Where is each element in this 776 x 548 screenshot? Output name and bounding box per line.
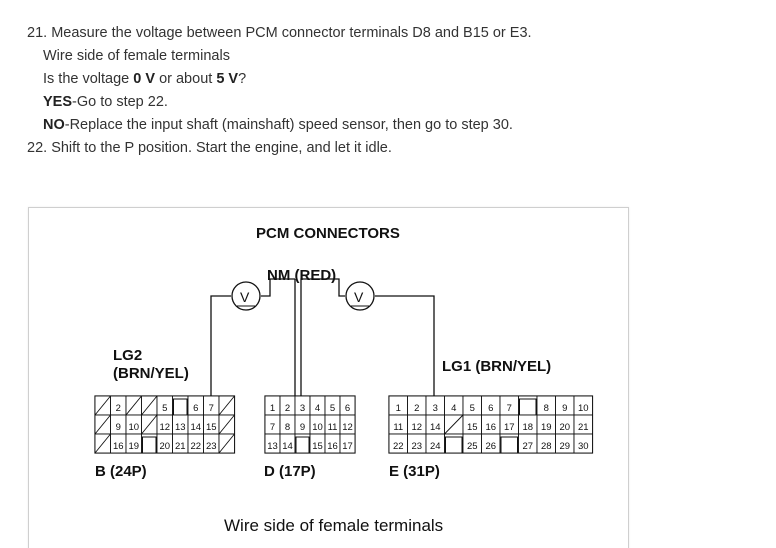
connector-d-label: D (17P) — [264, 463, 316, 480]
instructions: 21. Measure the voltage between PCM conn… — [27, 22, 727, 160]
step-22: 22. Shift to the P position. Start the e… — [27, 140, 392, 156]
connector-b-terminal-number: 13 — [175, 422, 186, 433]
connector-b-label: B (24P) — [95, 463, 147, 480]
connector-e-terminal-number: 17 — [504, 422, 515, 433]
connector-b-terminal-number: 7 — [209, 403, 214, 414]
connector-d-terminal-number: 4 — [315, 403, 320, 414]
connector-e-terminal-number: 29 — [559, 441, 570, 452]
connector-d-terminal-number: 15 — [312, 441, 323, 452]
step-21-subtitle: Wire side of female terminals — [43, 48, 230, 64]
connector-d-terminal-number: 14 — [282, 441, 293, 452]
connector-d-terminal-number: 9 — [300, 422, 305, 433]
connector-e-terminal-number: 27 — [522, 441, 533, 452]
voltmeter-icon-right: V — [345, 281, 375, 311]
pcm-connector-diagram: PCM CONNECTORS NM (RED) LG2 (BRN/YEL) LG… — [94, 225, 594, 535]
svg-text:V: V — [240, 289, 250, 305]
connector-d-terminal-number: 2 — [285, 403, 290, 414]
connector-b-terminal-number: 12 — [159, 422, 170, 433]
step-21-no: NO-Replace the input shaft (mainshaft) s… — [43, 117, 513, 133]
connector-e-terminal-number: 24 — [430, 441, 441, 452]
connector-b-terminal-number: 5 — [162, 403, 167, 414]
connector-b-terminal-number: 6 — [193, 403, 198, 414]
connector-e-terminal-number: 15 — [467, 422, 478, 433]
connector-b-terminal-number: 20 — [159, 441, 170, 452]
connector-e-terminal-number: 20 — [559, 422, 570, 433]
lg2-color-label: (BRN/YEL) — [113, 365, 189, 382]
connector-e-terminal-number: 10 — [578, 403, 589, 414]
connector-b-terminal-number: 16 — [113, 441, 124, 452]
connector-b-terminal-number: 22 — [190, 441, 201, 452]
connector-b-terminal-number: 14 — [190, 422, 201, 433]
connector-e-terminal-number: 21 — [578, 422, 589, 433]
connector-d-terminal-number: 5 — [330, 403, 335, 414]
connector-e-terminal-number: 30 — [578, 441, 589, 452]
lg2-label: LG2 — [113, 347, 142, 364]
connector-d-terminal-number: 1 — [270, 403, 275, 414]
connector-e-terminal-number: 7 — [507, 403, 512, 414]
connector-e-terminal-number: 28 — [541, 441, 552, 452]
connector-e-terminal-number: 1 — [396, 403, 401, 414]
connector-e-terminal-cell — [573, 433, 593, 454]
connector-d-terminal-number: 12 — [342, 422, 353, 433]
connector-b-terminal-number: 2 — [116, 403, 121, 414]
connector-e-label: E (31P) — [389, 463, 440, 480]
step-21-yes: YES-Go to step 22. — [43, 94, 168, 110]
connector-d-terminal-number: 17 — [342, 441, 353, 452]
connector-e-terminal-number: 3 — [433, 403, 438, 414]
connector-d-terminal-number: 6 — [345, 403, 350, 414]
connector-b-terminal-number: 15 — [206, 422, 217, 433]
lg1-label: LG1 (BRN/YEL) — [442, 358, 551, 375]
connector-e-terminal-number: 16 — [485, 422, 496, 433]
connector-d-terminal-number: 10 — [312, 422, 323, 433]
connector-d-terminal-number: 8 — [285, 422, 290, 433]
connector-b-terminal-number: 19 — [128, 441, 139, 452]
connector-e-terminal-number: 9 — [562, 403, 567, 414]
step-21: 21. Measure the voltage between PCM conn… — [27, 25, 532, 41]
connector-e-terminal-number: 18 — [522, 422, 533, 433]
connector-e-terminal-number: 4 — [451, 403, 456, 414]
svg-text:V: V — [354, 289, 364, 305]
connector-d-terminal-number: 11 — [328, 422, 338, 433]
connector-e-terminal-number: 11 — [393, 422, 403, 433]
connector-e-terminal-number: 5 — [470, 403, 475, 414]
diagram-title: PCM CONNECTORS — [256, 225, 400, 242]
connector-d-terminal-number: 3 — [300, 403, 305, 414]
connector-d-terminal-number: 13 — [267, 441, 278, 452]
connector-e-terminal-number: 2 — [414, 403, 419, 414]
connector-b-terminal-number: 9 — [116, 422, 121, 433]
connector-d-terminal-cell — [339, 433, 356, 454]
figure-caption: Wire side of female terminals — [224, 516, 443, 535]
connector-b-terminal-number: 23 — [206, 441, 217, 452]
connector-e-terminal-number: 26 — [485, 441, 496, 452]
connector-e-terminal-number: 14 — [430, 422, 441, 433]
step-21-question: Is the voltage 0 V or about 5 V? — [43, 71, 247, 87]
connector-b-terminal-number: 10 — [128, 422, 139, 433]
connector-e-terminal-number: 8 — [544, 403, 549, 414]
connector-e-terminal-number: 22 — [393, 441, 404, 452]
pcm-connector-figure: PCM CONNECTORS NM (RED) LG2 (BRN/YEL) LG… — [28, 207, 629, 548]
connector-b-terminal-number: 21 — [175, 441, 186, 452]
connector-e-terminal-number: 19 — [541, 422, 552, 433]
connector-d-terminal-number: 7 — [270, 422, 275, 433]
connector-e-terminal-number: 23 — [411, 441, 422, 452]
connector-e-terminal-number: 12 — [411, 422, 422, 433]
nm-red-label: NM (RED) — [267, 267, 336, 284]
connector-e-terminal-number: 25 — [467, 441, 478, 452]
connector-e-terminal-number: 6 — [488, 403, 493, 414]
voltmeter-icon-left: V — [231, 281, 261, 311]
connector-d-terminal-number: 16 — [327, 441, 338, 452]
